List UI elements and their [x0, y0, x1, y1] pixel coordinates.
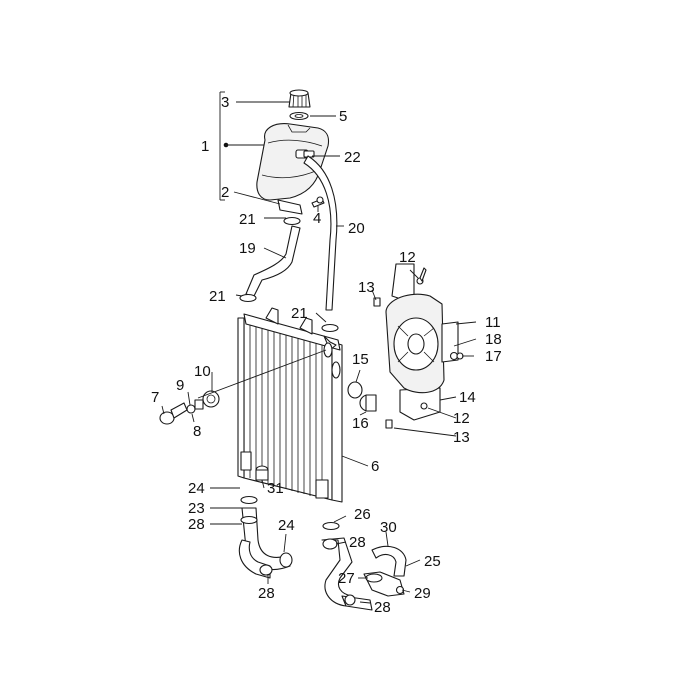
expansion-tank [256, 123, 330, 201]
callout-3: 3 [221, 94, 229, 111]
cap-seal-ring [289, 111, 309, 121]
callout-2: 2 [221, 184, 229, 201]
lower-hose-left [238, 495, 293, 579]
callout-21-right: 21 [291, 305, 308, 322]
cooling-fan [385, 293, 459, 394]
callout-22: 22 [344, 149, 361, 166]
hose-clamp-right [321, 323, 339, 333]
callout-12-top: 12 [399, 249, 416, 266]
callout-13-bottom: 13 [453, 429, 470, 446]
callout-24-left: 24 [188, 480, 205, 497]
callout-8: 8 [193, 423, 201, 440]
callout-11: 11 [485, 314, 501, 331]
callout-15: 15 [352, 351, 369, 368]
callout-9: 9 [176, 377, 184, 394]
callout-13-top: 13 [358, 279, 375, 296]
radiator-plug [359, 394, 377, 412]
callout-6: 6 [371, 458, 379, 475]
callout-12-bottom: 12 [453, 410, 470, 427]
radiator-drain-fitting [255, 465, 269, 481]
callout-4: 4 [313, 210, 321, 227]
callout-28-bottom-right: 28 [374, 599, 391, 616]
callout-30: 30 [380, 519, 397, 536]
tank-mounting-bracket [277, 199, 303, 215]
callout-21-left: 21 [209, 288, 226, 305]
callout-29: 29 [414, 585, 431, 602]
callout-25: 25 [424, 553, 441, 570]
drain-nut [194, 399, 204, 410]
hose-clamp-upper [283, 216, 301, 226]
fan-clips [373, 297, 393, 429]
callout-5: 5 [339, 108, 347, 125]
fan-screws [416, 267, 464, 410]
callout-23: 23 [188, 500, 205, 517]
tank-screw [311, 196, 325, 208]
callout-17: 17 [485, 348, 502, 365]
tank-to-radiator-hose [245, 225, 301, 297]
callout-28-left: 28 [188, 516, 205, 533]
callout-28-bottom-left: 28 [258, 585, 275, 602]
callout-28-mid: 28 [349, 534, 366, 551]
hose-clamp-left [239, 293, 257, 303]
radiator-o-ring [347, 381, 363, 399]
drain-bolt [159, 402, 188, 425]
expansion-tank-cap [288, 89, 311, 108]
leader-lines [161, 101, 477, 604]
callout-24-right: 24 [278, 517, 295, 534]
radiator [237, 307, 343, 503]
group-bracket [219, 91, 229, 201]
callout-14: 14 [459, 389, 476, 406]
lower-hose-right [321, 521, 373, 611]
callout-27: 27 [338, 570, 355, 587]
callout-7: 7 [151, 389, 159, 406]
callout-31: 31 [267, 480, 284, 497]
callout-labels: 3 5 1 22 2 21 4 20 19 12 13 21 21 11 18 … [151, 94, 502, 616]
drain-washer [186, 404, 196, 414]
callout-1: 1 [201, 138, 209, 155]
callout-10: 10 [194, 363, 211, 380]
callout-26: 26 [354, 506, 371, 523]
callout-21-top: 21 [239, 211, 256, 228]
fan-leader [197, 349, 327, 399]
callout-16: 16 [352, 415, 369, 432]
callout-19: 19 [239, 240, 256, 257]
callout-20: 20 [348, 220, 365, 237]
overflow-hose [303, 155, 338, 311]
callout-18: 18 [485, 331, 502, 348]
thermostat-hose [363, 545, 407, 597]
